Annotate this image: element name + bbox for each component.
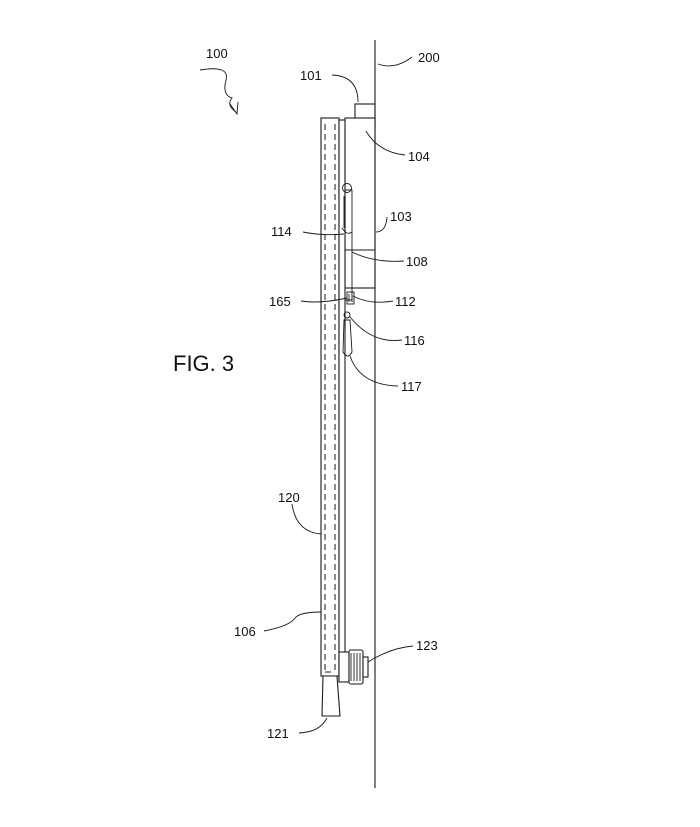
label-100: 100 bbox=[206, 46, 228, 61]
label-120: 120 bbox=[278, 490, 300, 505]
label-114: 114 bbox=[271, 224, 292, 239]
foot-tip bbox=[322, 676, 340, 716]
leader-106 bbox=[264, 612, 321, 631]
figure-title: FIG. 3 bbox=[173, 351, 234, 376]
label-103: 103 bbox=[390, 209, 412, 224]
label-123: 123 bbox=[416, 638, 438, 653]
label-104: 104 bbox=[408, 149, 430, 164]
knob-base bbox=[339, 652, 349, 682]
label-112: 112 bbox=[395, 294, 416, 309]
leader-112 bbox=[353, 296, 393, 302]
leader-103 bbox=[376, 217, 387, 232]
mounting-plate bbox=[345, 118, 375, 288]
leader-200 bbox=[378, 57, 412, 66]
leader-117 bbox=[350, 356, 398, 386]
label-106: 106 bbox=[234, 624, 256, 639]
outer-tube bbox=[321, 118, 339, 676]
knob-cap bbox=[363, 657, 368, 677]
label-101: 101 bbox=[300, 68, 322, 83]
label-117: 117 bbox=[401, 379, 422, 394]
label-165: 165 bbox=[269, 294, 291, 309]
leader-116 bbox=[350, 317, 402, 341]
label-108: 108 bbox=[406, 254, 428, 269]
leader-120 bbox=[292, 504, 321, 534]
leader-101 bbox=[332, 75, 358, 102]
label-121: 121 bbox=[267, 726, 289, 741]
label-200: 200 bbox=[418, 50, 440, 65]
leader-121 bbox=[299, 718, 327, 733]
latch-pin-block bbox=[347, 292, 354, 304]
label-116: 116 bbox=[404, 333, 425, 348]
